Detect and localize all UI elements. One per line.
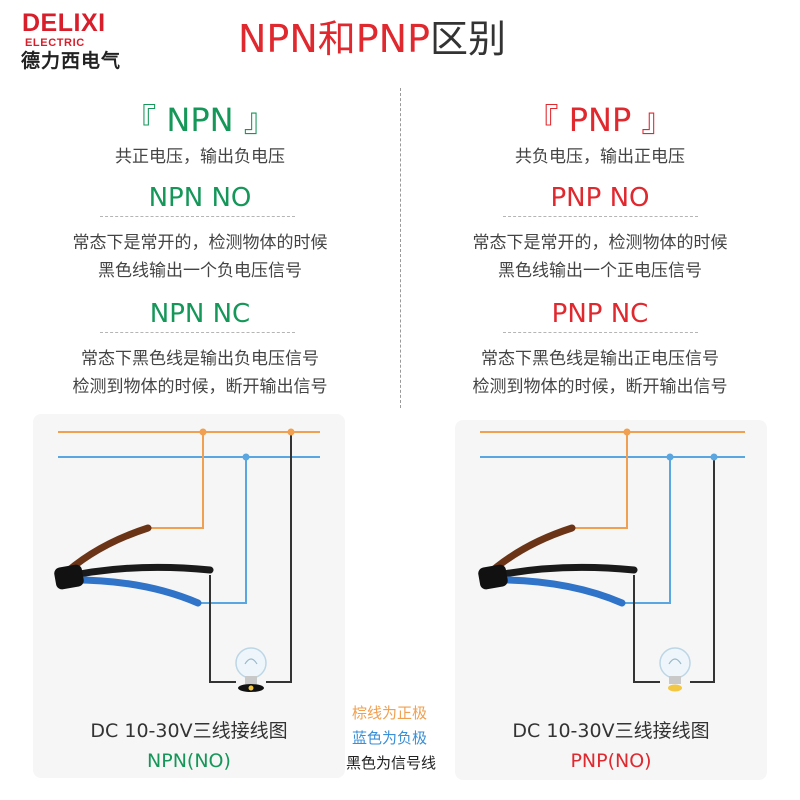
pnp-nc-divider bbox=[503, 332, 698, 333]
npn-blue-conductor bbox=[198, 457, 247, 604]
npn-junction-brown bbox=[199, 428, 207, 436]
npn-no-divider bbox=[100, 216, 295, 217]
npn-brown-conductor bbox=[148, 432, 204, 529]
pnp-blue-conductor bbox=[622, 457, 671, 604]
pnp-no-divider bbox=[503, 216, 698, 217]
npn-no-desc-line1: 常态下是常开的，检测物体的时候 bbox=[72, 233, 328, 253]
pnp-no-desc-line1: 常态下是常开的，检测物体的时候 bbox=[472, 233, 728, 253]
legend-brown-wire: 棕线为正极 bbox=[352, 704, 428, 722]
npn-caption: DC 10-30V三线接线图 bbox=[90, 720, 288, 742]
page-title: NPN和PNP区别 bbox=[238, 20, 506, 58]
npn-black-conductor bbox=[209, 575, 236, 683]
npn-wiring-diagram bbox=[54, 428, 320, 692]
pnp-junction-blue bbox=[666, 453, 674, 461]
npn-header-desc: 共正电压，输出负电压 bbox=[115, 147, 285, 167]
pnp-header: 『 PNP 』 bbox=[526, 101, 674, 139]
pnp-nc-desc-line2: 检测到物体的时候，断开输出信号 bbox=[472, 377, 728, 397]
npn-nc-title: NPN NC bbox=[149, 299, 251, 329]
pnp-junction-brown bbox=[623, 428, 631, 436]
legend-blue-wire: 蓝色为负极 bbox=[352, 729, 428, 747]
pnp-black-conductor bbox=[633, 575, 660, 683]
brand-logo-sub: ELECTRIC bbox=[25, 37, 85, 49]
pnp-junction-lamp bbox=[710, 453, 718, 461]
pnp-no-desc-line2: 黑色线输出一个正电压信号 bbox=[498, 261, 702, 281]
pnp-nc-desc-line1: 常态下黑色线是输出正电压信号 bbox=[481, 349, 719, 369]
legend-black-wire: 黑色为信号线 bbox=[346, 754, 437, 772]
brand-logo-text: DELIXI bbox=[22, 9, 106, 37]
npn-nc-desc-line2: 检测到物体的时候，断开输出信号 bbox=[72, 377, 328, 397]
npn-no-desc-line2: 黑色线输出一个负电压信号 bbox=[98, 261, 302, 281]
npn-header: 『 NPN 』 bbox=[124, 101, 276, 139]
pnp-brown-conductor bbox=[572, 432, 628, 529]
light-bulb-icon bbox=[659, 647, 691, 692]
pnp-caption: DC 10-30V三线接线图 bbox=[512, 720, 710, 742]
npn-nc-desc-line1: 常态下黑色线是输出负电压信号 bbox=[81, 349, 319, 369]
pnp-caption-type: PNP(NO) bbox=[570, 750, 652, 772]
npn-lamp-wire-upper bbox=[266, 432, 292, 683]
pnp-no-title: PNP NO bbox=[550, 183, 650, 213]
pnp-nc-title: PNP NC bbox=[551, 299, 649, 329]
center-divider bbox=[400, 88, 401, 408]
cable-icon bbox=[478, 524, 638, 607]
cable-icon bbox=[54, 524, 214, 607]
page-title-main: NPN和PNP bbox=[238, 17, 431, 61]
page-title-suffix: 区别 bbox=[430, 17, 507, 61]
pnp-lamp-wire-upper bbox=[690, 457, 715, 683]
pnp-wiring-diagram bbox=[478, 428, 745, 692]
pnp-header-desc: 共负电压，输出正电压 bbox=[515, 147, 685, 167]
brand-logo-cn: 德力西电气 bbox=[21, 50, 122, 72]
npn-caption-type: NPN(NO) bbox=[147, 750, 231, 772]
npn-junction-lamp bbox=[287, 428, 295, 436]
npn-no-title: NPN NO bbox=[148, 183, 252, 213]
npn-junction-blue bbox=[242, 453, 250, 461]
light-bulb-icon bbox=[235, 647, 267, 692]
npn-nc-divider bbox=[100, 332, 295, 333]
